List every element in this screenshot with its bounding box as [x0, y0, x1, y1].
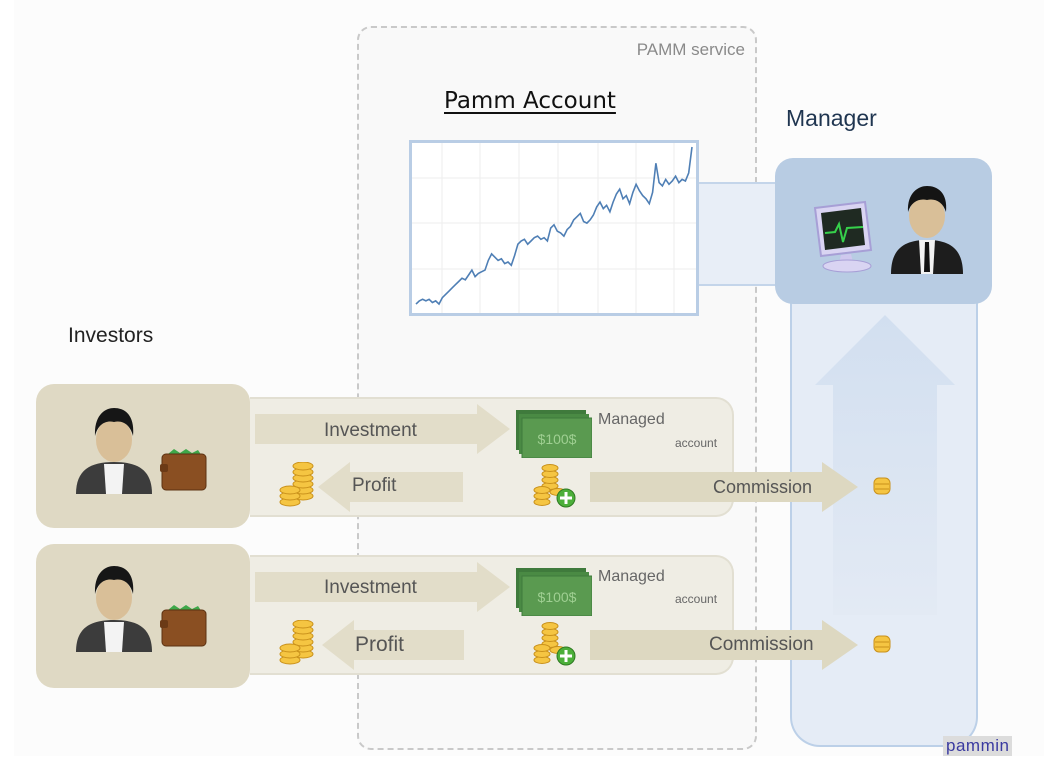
coins-stack-icon — [279, 620, 314, 665]
investment-label: Investment — [324, 577, 417, 598]
banknotes-icon: $100$ — [516, 568, 592, 616]
coin-icon — [873, 477, 891, 495]
investment-arrow-icon — [255, 404, 510, 454]
profit-arrow-icon — [322, 620, 464, 670]
commission-up-arrow-icon — [815, 315, 955, 615]
commission-label: Commission — [709, 634, 814, 655]
investor-avatar-icon — [76, 566, 152, 652]
coins-add-icon — [533, 622, 576, 666]
coins-add-icon — [533, 464, 576, 508]
investment-arrow-icon — [255, 562, 510, 612]
manager-card — [775, 158, 992, 304]
pammin-brand-label: pammin — [943, 736, 1013, 756]
coin-icon — [873, 635, 891, 653]
account-label: account — [675, 436, 718, 450]
wallet-icon — [160, 605, 207, 647]
banknote-value: $100$ — [538, 431, 577, 447]
account-label: account — [675, 592, 718, 606]
chart-manager-connector — [699, 182, 777, 286]
profit-label: Profit — [352, 475, 397, 496]
coins-stack-icon — [279, 462, 314, 507]
pamm-service-label: PAMM service — [636, 40, 745, 59]
chart-svg — [412, 143, 696, 313]
managed-label: Managed — [598, 411, 665, 428]
profit-arrow-icon — [318, 462, 463, 512]
commission-arrow-icon — [590, 462, 858, 512]
pamm-account-title: Pamm Account — [444, 88, 616, 114]
investor-card — [36, 384, 250, 528]
manager-avatar-icon — [891, 186, 963, 274]
banknotes-icon: $100$ — [516, 410, 592, 458]
investor-card — [36, 544, 250, 688]
wallet-icon — [160, 449, 207, 491]
commission-label: Commission — [713, 477, 813, 497]
series-line-account-equity — [415, 146, 693, 306]
monitor-icon — [813, 200, 873, 273]
banknote-value: $100$ — [538, 589, 577, 605]
commission-arrow-icon — [590, 620, 858, 670]
profit-label: Profit — [355, 633, 405, 656]
managed-label: Managed — [598, 568, 665, 585]
investment-label: Investment — [324, 420, 417, 441]
manager-label: Manager — [786, 105, 877, 131]
pamm-account-chart — [409, 140, 699, 316]
investor-avatar-icon — [76, 408, 152, 494]
investors-label: Investors — [68, 324, 154, 347]
